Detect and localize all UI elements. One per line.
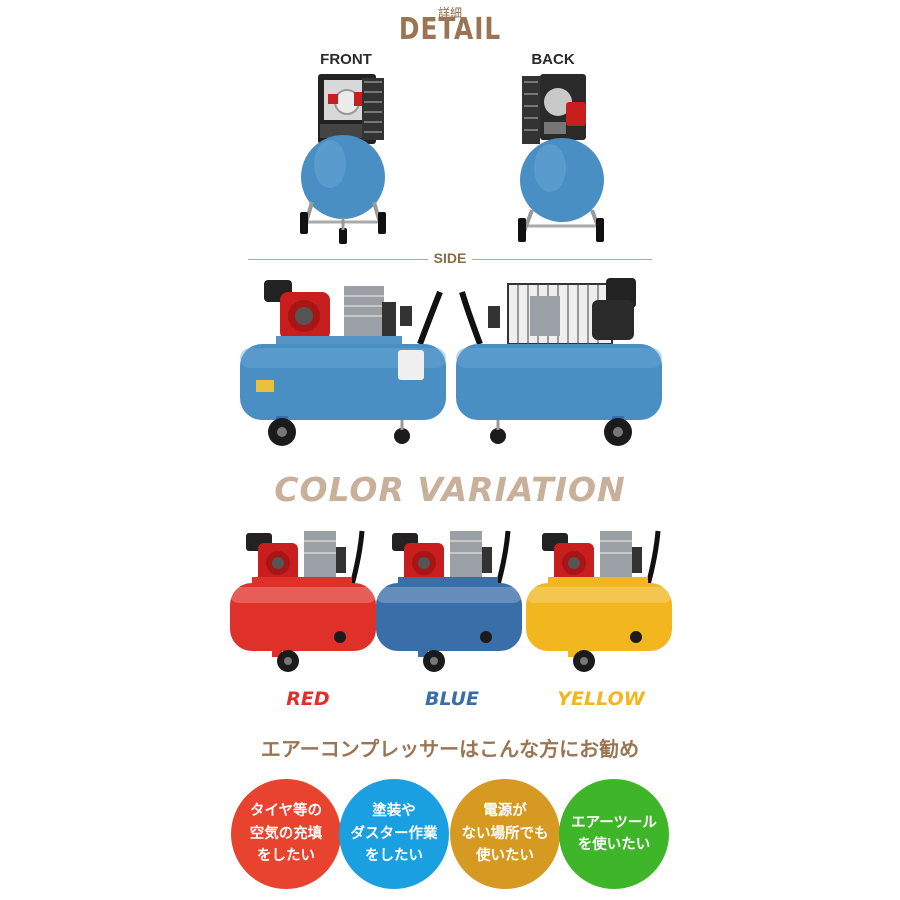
recommendation-heading: エアーコンプレッサーはこんな方にお勧め bbox=[260, 737, 640, 761]
bubble-line: 空気の充填 bbox=[249, 825, 323, 842]
blue-compressor-image bbox=[376, 530, 522, 672]
bubble-line: ない場所でも bbox=[461, 825, 549, 842]
bubble-line: タイヤ等の bbox=[249, 803, 323, 820]
bubble-line: 電源が bbox=[483, 803, 527, 820]
side-divider-right bbox=[472, 259, 652, 260]
bubble-line: 使いたい bbox=[476, 848, 534, 865]
yellow-compressor-image bbox=[526, 530, 672, 672]
bubble-line: を使いたい bbox=[577, 837, 651, 853]
recommendation-bubble-painting: 塗装や ダスター作業 をしたい bbox=[339, 779, 449, 889]
recommendation-bubble-tire-inflation: タイヤ等の 空気の充填 をしたい bbox=[231, 779, 341, 889]
bubble-line: をしたい bbox=[365, 848, 423, 865]
side-view-right-image bbox=[456, 278, 662, 446]
color-label-red: RED bbox=[286, 688, 330, 710]
recommendation-bubble-air-tools: エアーツール を使いたい bbox=[559, 779, 669, 889]
color-label-yellow: YELLOW bbox=[557, 688, 645, 710]
color-variation-title: COLOR VARIATION bbox=[274, 470, 626, 509]
back-view-image bbox=[518, 74, 604, 242]
detail-subtitle: 詳細 bbox=[437, 6, 462, 20]
detail-title: DETAIL bbox=[398, 12, 502, 47]
front-view-image bbox=[300, 74, 386, 244]
bubble-line: ダスター作業 bbox=[350, 825, 438, 842]
side-view-left-image bbox=[240, 280, 446, 446]
recommendation-bubble-no-power: 電源が ない場所でも 使いたい bbox=[450, 779, 560, 889]
bubble-line: 塗装や bbox=[372, 803, 416, 820]
color-label-blue: BLUE bbox=[425, 688, 479, 710]
side-view-label: SIDE bbox=[433, 250, 467, 266]
red-compressor-image bbox=[230, 530, 376, 672]
front-view-label: FRONT bbox=[320, 51, 372, 68]
bubble-line: をしたい bbox=[257, 848, 315, 865]
side-divider-left bbox=[248, 259, 428, 260]
bubble-line: エアーツール bbox=[571, 814, 657, 831]
back-view-label: BACK bbox=[531, 51, 575, 68]
